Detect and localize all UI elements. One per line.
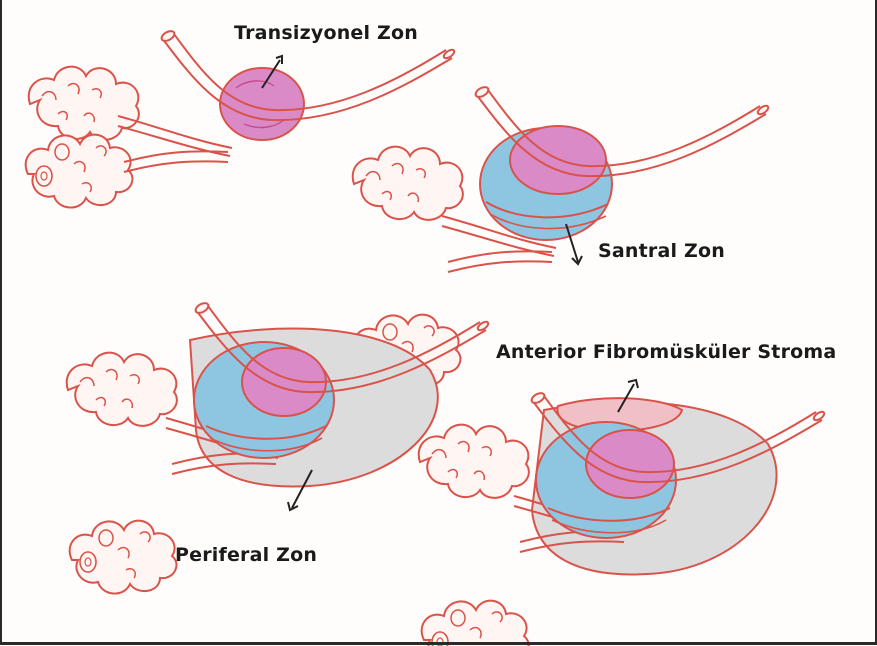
label-central-zone: Santral Zon	[598, 240, 725, 262]
label-transition-zone: Transizyonel Zon	[234, 22, 418, 44]
label-anterior-stroma: Anterior Fibromüsküler Stroma	[496, 341, 836, 363]
label-peripheral-zone: Periferal Zon	[175, 544, 317, 566]
